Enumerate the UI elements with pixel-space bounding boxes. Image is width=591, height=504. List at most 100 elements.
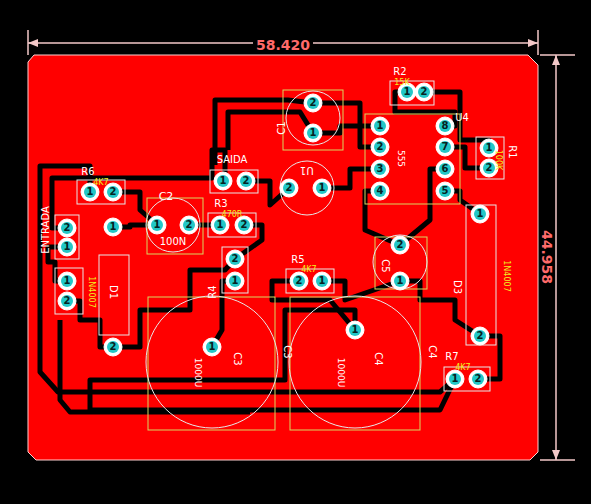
pad-hole xyxy=(483,142,495,154)
pad-hole xyxy=(439,141,451,153)
value-text: 470R xyxy=(222,211,243,219)
ref-designator: C3 xyxy=(282,345,292,358)
pad-number: 1 xyxy=(220,176,227,186)
pad-hole xyxy=(229,253,241,265)
pad-hole xyxy=(107,186,119,198)
ref-designator: C3 xyxy=(232,352,242,365)
ref-designator: R1 xyxy=(507,145,517,158)
pad-hole xyxy=(439,163,451,175)
ref-designator: C2 xyxy=(159,191,174,202)
pad-hole xyxy=(394,275,406,287)
pad-hole xyxy=(472,373,484,385)
pad-number: 1 xyxy=(477,209,484,219)
pad-number: 6 xyxy=(442,164,449,174)
pad-hole xyxy=(206,341,218,353)
value-text: 555 xyxy=(397,149,406,166)
ref-designator: R5 xyxy=(291,255,304,265)
pad-number: 2 xyxy=(377,142,384,152)
pad-number: 2 xyxy=(64,296,71,306)
ref-designator: R7 xyxy=(445,352,458,362)
pad-hole xyxy=(418,86,430,98)
connector-name: SAIDA xyxy=(217,155,248,165)
dimension-text: 44.958 xyxy=(540,227,554,287)
ref-designator: C1 xyxy=(277,121,287,134)
pad-hole xyxy=(61,241,73,253)
pad-number: 8 xyxy=(442,121,449,131)
pad-number: 1 xyxy=(209,342,216,352)
pad-hole xyxy=(107,221,119,233)
value-text: 1000U xyxy=(194,357,203,387)
pad-number: 2 xyxy=(310,98,317,108)
value-text: 4K7 xyxy=(455,364,470,372)
pad-number: 2 xyxy=(110,187,117,197)
value-text: 1000U xyxy=(337,357,346,387)
pad-number: 1 xyxy=(397,276,404,286)
value-text: 1N4007 xyxy=(87,276,95,307)
pad-number: 2 xyxy=(296,276,303,286)
ref-designator: R4 xyxy=(208,285,218,298)
silkscreen-outlines xyxy=(55,81,504,430)
pad-hole xyxy=(217,175,229,187)
pad-number: 2 xyxy=(477,331,484,341)
pad-number: 1 xyxy=(310,128,317,138)
pad-number: 1 xyxy=(452,374,459,384)
pad-hole xyxy=(439,120,451,132)
pad-hole xyxy=(214,219,226,231)
pad-hole xyxy=(401,86,413,98)
ref-designator: R6 xyxy=(81,167,94,177)
value-text: 1N4007 xyxy=(502,260,510,291)
ref-designator: C4 xyxy=(373,352,383,365)
pad-number: 1 xyxy=(87,187,94,197)
pads xyxy=(58,83,498,388)
pad-number: 2 xyxy=(186,220,193,230)
pad-number: 1 xyxy=(319,183,326,193)
value-text: 100K xyxy=(494,150,502,171)
pad-hole xyxy=(307,127,319,139)
pad-hole xyxy=(61,275,73,287)
pad-number: 2 xyxy=(286,183,293,193)
pad-number: 2 xyxy=(475,374,482,384)
pad-number: 1 xyxy=(352,325,359,335)
value-text: 100N xyxy=(160,237,187,247)
pad-number: 1 xyxy=(64,242,71,252)
ref-designator: U1 xyxy=(300,165,314,175)
pad-hole xyxy=(449,373,461,385)
pad-hole xyxy=(307,97,319,109)
pad-number: 1 xyxy=(154,220,161,230)
pad-hole xyxy=(240,175,252,187)
pad-number: 2 xyxy=(232,254,239,264)
pad-hole xyxy=(183,219,195,231)
pad-hole xyxy=(374,185,386,197)
dimension-text: 58.420 xyxy=(253,38,313,52)
pad-hole xyxy=(229,275,241,287)
pad-hole xyxy=(283,182,295,194)
pad-hole xyxy=(474,208,486,220)
value-text: 4K7 xyxy=(301,266,316,274)
pad-holes xyxy=(61,86,495,385)
pad-number: 2 xyxy=(64,223,71,233)
pad-number: 1 xyxy=(319,276,326,286)
dimension-lines xyxy=(28,30,575,460)
pad-number: 7 xyxy=(442,142,449,152)
ref-designator: R3 xyxy=(214,199,227,209)
pad-number: 1 xyxy=(404,87,411,97)
pad-number: 2 xyxy=(486,163,493,173)
ref-designator: C4 xyxy=(427,345,437,358)
pad-hole xyxy=(107,341,119,353)
pad-number: 2 xyxy=(397,240,404,250)
pad-hole xyxy=(84,186,96,198)
pad-number: 1 xyxy=(486,143,493,153)
pad-hole xyxy=(374,163,386,175)
pad-hole xyxy=(374,120,386,132)
pad-hole xyxy=(238,219,250,231)
pad-hole xyxy=(293,275,305,287)
ref-designator: C5 xyxy=(380,259,390,272)
pad-number: 1 xyxy=(232,276,239,286)
connector-name: ENTRADA xyxy=(41,206,51,254)
pad-hole xyxy=(316,182,328,194)
pad-number: 2 xyxy=(241,220,248,230)
pad-number: 2 xyxy=(110,342,117,352)
pad-hole xyxy=(61,295,73,307)
value-text: 15K xyxy=(394,79,409,87)
